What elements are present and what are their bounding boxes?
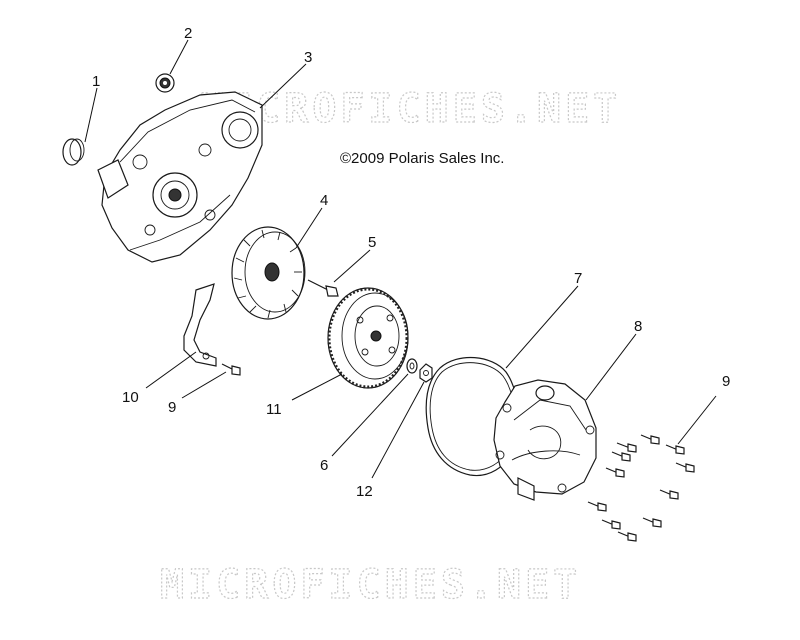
callout-11: 11 bbox=[266, 401, 282, 418]
callout-9-left: 9 bbox=[168, 399, 176, 416]
callout-6: 6 bbox=[320, 457, 328, 474]
bolt-cluster-part-9 bbox=[587, 434, 695, 542]
stator-part bbox=[231, 226, 306, 320]
bracket-part bbox=[183, 283, 217, 367]
flywheel-part bbox=[327, 287, 409, 389]
bolt-part-9-left bbox=[221, 363, 241, 376]
callout-7: 7 bbox=[574, 270, 582, 287]
callout-labels: 1 2 3 4 5 6 7 8 9 9 10 11 12 bbox=[92, 25, 730, 500]
seal-ring-part bbox=[62, 138, 85, 166]
callout-2: 2 bbox=[184, 25, 192, 42]
bolt-part-5 bbox=[307, 279, 339, 297]
leader-lines bbox=[84, 39, 717, 479]
bearing-part bbox=[155, 73, 175, 93]
copyright-text: ©2009 Polaris Sales Inc. bbox=[340, 150, 504, 167]
callout-4: 4 bbox=[320, 192, 328, 209]
callout-12: 12 bbox=[356, 483, 373, 500]
callout-5: 5 bbox=[368, 234, 376, 251]
nut-part bbox=[419, 363, 433, 383]
callout-3: 3 bbox=[304, 49, 312, 66]
watermark-bottom: MICROFICHES.NET bbox=[160, 562, 581, 608]
callout-10: 10 bbox=[122, 389, 139, 406]
callout-1: 1 bbox=[92, 73, 100, 90]
callout-9-right: 9 bbox=[722, 373, 730, 390]
callout-8: 8 bbox=[634, 318, 642, 335]
watermark-top: MICROFICHES.NET bbox=[200, 86, 621, 132]
washer-part bbox=[406, 358, 418, 374]
magneto-cover-part bbox=[493, 379, 597, 501]
crankcase-cover-part bbox=[97, 91, 263, 263]
